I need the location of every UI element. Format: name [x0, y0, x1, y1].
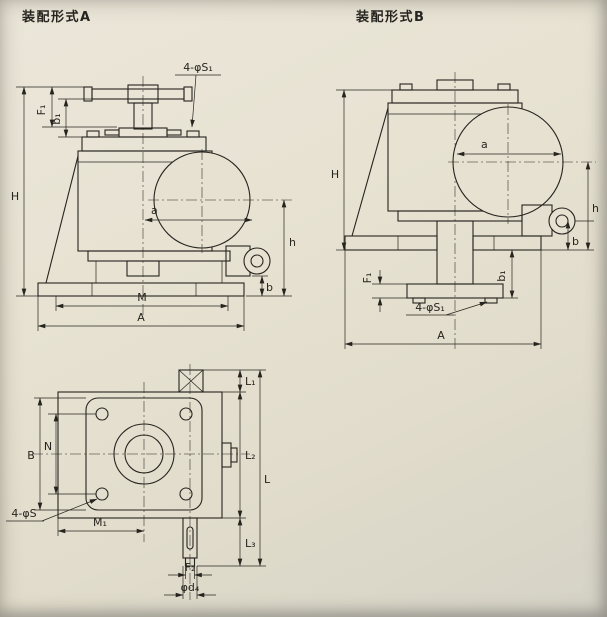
side-boss	[221, 442, 238, 468]
shaft-end-marker	[178, 369, 204, 393]
dim-p-N: N	[44, 413, 96, 495]
eyebolt	[225, 245, 271, 277]
dim-a-a: a	[144, 204, 253, 223]
view-a: 4-φS₁ F₁ b₁ H a h	[11, 61, 296, 331]
base-assembly	[37, 155, 245, 297]
left-brace	[45, 155, 79, 284]
bolt-hole	[95, 487, 109, 501]
left-brace-b	[351, 107, 389, 237]
bottom-flange-assembly	[406, 220, 504, 304]
dim-label-p-L3: L₃	[245, 537, 256, 550]
base-plate	[37, 282, 245, 297]
view-b: H a h b F₁ b₁	[331, 72, 599, 352]
dim-p-L: L	[197, 369, 271, 567]
dim-p-F2: F₂	[168, 561, 212, 579]
center-bore	[113, 423, 175, 485]
bolt-hole	[95, 407, 109, 421]
top-flange	[81, 130, 207, 152]
mounting-flange	[85, 397, 203, 511]
dim-label-a-b1: b₁	[50, 113, 63, 124]
dim-a-b1: b₁	[50, 98, 128, 138]
eyebolt-ring	[243, 247, 271, 275]
dim-a-A: A	[37, 296, 245, 331]
dim-a-M: M	[55, 291, 229, 311]
dim-label-a-A: A	[137, 311, 145, 324]
bolt-hole	[179, 487, 193, 501]
screw-tube	[126, 260, 160, 277]
dim-label-p-L1: L₁	[245, 375, 256, 388]
dim-p-L2: L₂	[222, 391, 256, 519]
dim-a-b: b	[252, 275, 273, 297]
dim-label-a-b: b	[266, 281, 273, 294]
dim-label-a-f1: F₁	[35, 105, 48, 116]
dim-label-p-M1: M₁	[93, 516, 107, 529]
dim-b-s1: 4-φS₁	[406, 301, 488, 316]
keyway-slot	[186, 526, 194, 550]
dim-p-d4: φd₄	[164, 566, 216, 599]
dim-b-b1: b₁	[495, 249, 518, 299]
output-shaft	[182, 517, 198, 567]
bolt-hole	[179, 407, 193, 421]
dim-label-a-a: a	[151, 204, 158, 217]
dim-a-s1: 4-φS₁	[175, 61, 221, 128]
dim-label-p-d4: φd₄	[181, 581, 200, 594]
dim-label-b-h: h	[592, 202, 599, 215]
dim-label-a-h: h	[289, 236, 296, 249]
eyebolt-ring-b	[548, 207, 576, 235]
dim-a-f1: F₁	[35, 86, 117, 128]
dim-label-b-b1: b₁	[495, 270, 508, 281]
dim-p-M1: M₁	[57, 516, 145, 536]
dim-p-L3: L₃	[237, 517, 256, 567]
dim-b-a: a	[456, 138, 562, 157]
dim-label-a-H: H	[11, 190, 19, 203]
dim-p-L1: L₁	[203, 369, 266, 393]
dim-label-p-L: L	[264, 473, 271, 486]
bottom-flange	[406, 283, 504, 299]
dim-label-b-s1: 4-φS₁	[415, 301, 445, 314]
dim-b-H: H	[331, 89, 392, 251]
dim-b-f1: F₁	[361, 270, 407, 312]
housing-outline	[57, 391, 223, 519]
dim-label-p-s: 4-φS	[11, 507, 36, 520]
dim-b-b: b	[565, 220, 594, 251]
dim-label-p-F2: F₂	[185, 561, 196, 574]
dim-label-b-b: b	[572, 235, 579, 248]
dim-label-a-M: M	[137, 291, 147, 304]
dim-a-h: h	[246, 199, 296, 297]
dim-p-B: B	[27, 397, 86, 511]
dim-b-A: A	[344, 250, 542, 349]
dim-label-p-B: B	[27, 449, 35, 462]
dim-label-p-N: N	[44, 440, 52, 453]
dim-label-a-s1: 4-φS₁	[183, 61, 213, 74]
title-form-a: 装配形式A	[21, 9, 92, 25]
dim-label-b-a: a	[481, 138, 488, 151]
dim-a-H: H	[11, 86, 42, 297]
handwheel	[83, 84, 193, 104]
title-form-b: 装配形式B	[355, 9, 425, 25]
dim-label-b-A: A	[437, 329, 445, 342]
view-plan: L₁ L₂ L L₃ B N	[6, 364, 271, 600]
dim-p-s: 4-φS	[6, 498, 98, 522]
dim-label-b-f1: F₁	[361, 273, 374, 284]
dim-label-p-L2: L₂	[245, 449, 256, 462]
dim-label-b-H: H	[331, 168, 339, 181]
